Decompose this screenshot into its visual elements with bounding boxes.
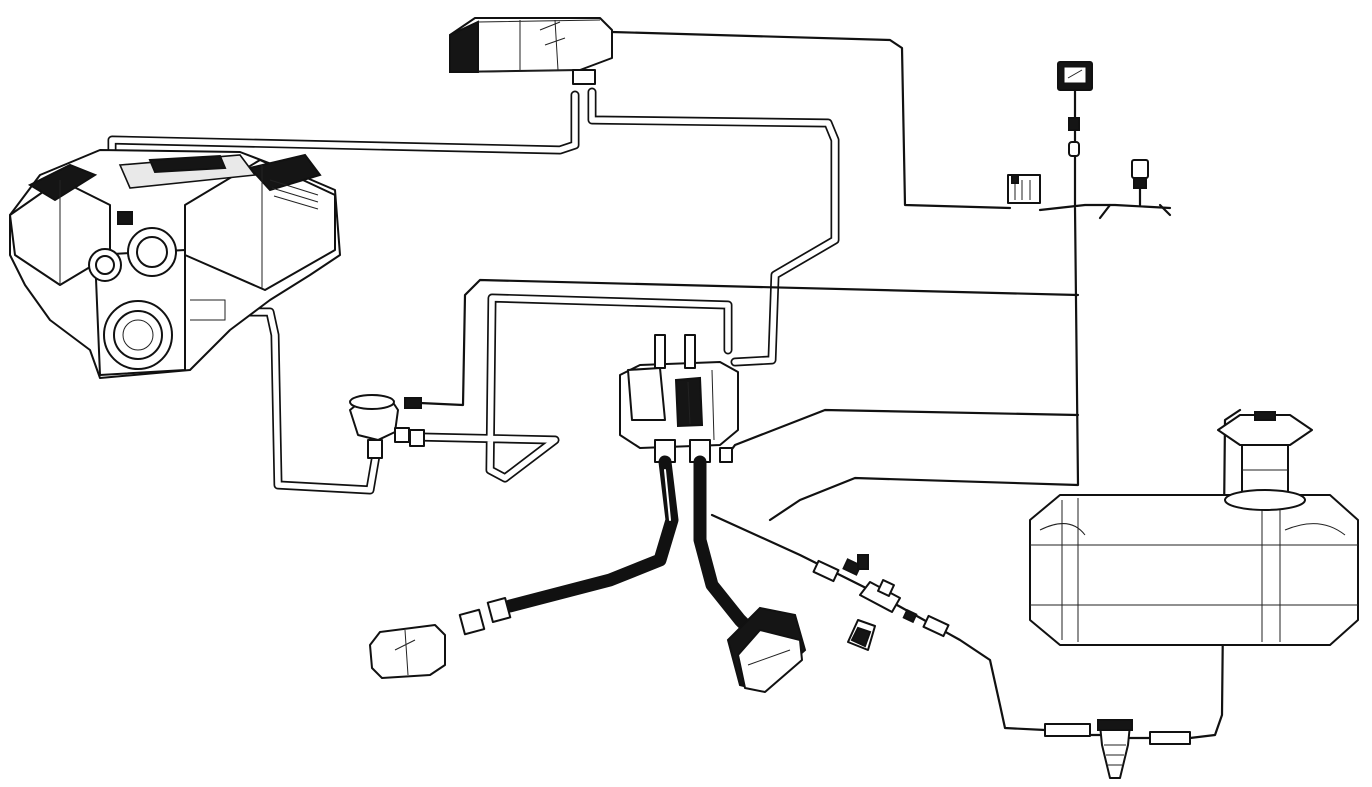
pump-icon xyxy=(349,394,422,459)
intake-icon xyxy=(369,597,512,679)
harness-icon xyxy=(1007,159,1149,204)
fuel-sender-icon xyxy=(1217,411,1313,511)
pipe-fittings xyxy=(409,429,869,570)
heater-box-icon xyxy=(449,17,613,85)
switch-icon xyxy=(1057,61,1093,157)
hoses xyxy=(503,455,762,642)
fuel-tank-icon xyxy=(1029,494,1359,646)
coolant-pipes xyxy=(107,87,840,495)
muffler-icon xyxy=(726,606,807,693)
fuel-filter-icon xyxy=(1044,719,1191,779)
engine-icon xyxy=(9,149,341,379)
bracket-icon xyxy=(847,619,876,651)
heater-core-icon xyxy=(619,334,739,463)
wiring-harness xyxy=(418,30,1172,522)
dosing-pump-icon xyxy=(812,558,950,638)
